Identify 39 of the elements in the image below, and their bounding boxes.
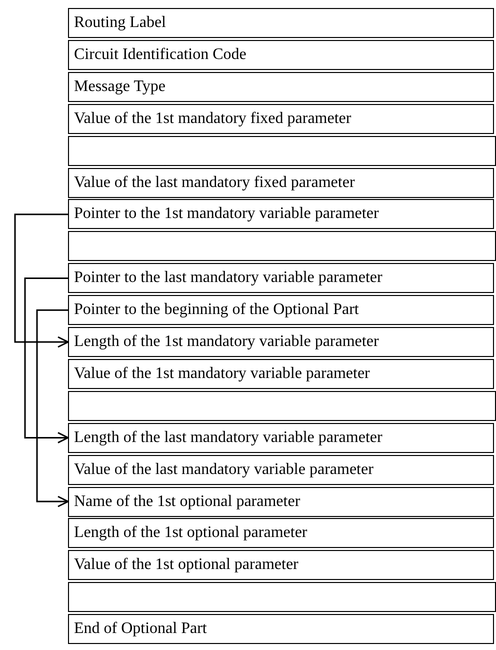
row-label: Pointer to the beginning of the Optional Part — [74, 301, 359, 320]
row-label: Value of the 1st mandatory variable parameter — [74, 364, 370, 383]
table-row — [68, 104, 494, 134]
row-label: Pointer to the last mandatory variable parameter — [74, 269, 382, 288]
table-row — [68, 40, 494, 70]
row-label: Length of the 1st optional parameter — [74, 524, 308, 542]
pointer-arrow — [14, 214, 69, 348]
table-row — [68, 72, 494, 102]
table-row — [68, 168, 494, 198]
row-label: Value of the last mandatory fixed parameter — [74, 174, 355, 192]
empty-row — [68, 136, 496, 166]
empty-row — [68, 582, 496, 612]
row-label: Routing Label — [74, 14, 166, 32]
table-row — [68, 358, 494, 389]
row-label: Value of the 1st mandatory fixed parameter — [74, 110, 352, 128]
table-row — [68, 327, 494, 357]
table-row — [68, 550, 494, 580]
row-label: Value of the last mandatory variable parameter — [74, 460, 374, 479]
row-label: End of Optional Part — [74, 620, 207, 638]
table-row — [68, 614, 494, 644]
empty-row — [68, 390, 496, 421]
table-row — [68, 518, 494, 548]
row-label: Pointer to the 1st mandatory variable parameter — [74, 205, 379, 224]
row-label: Length of the last mandatory variable parameter — [74, 428, 382, 447]
table-row — [68, 454, 494, 485]
row-label: Length of the 1st mandatory variable parameter — [74, 333, 379, 351]
table-row — [68, 295, 494, 326]
row-label: Circuit Identification Code — [74, 46, 246, 64]
row-label: Name of the 1st optional parameter — [74, 492, 300, 510]
row-label: Message Type — [74, 78, 166, 96]
empty-row — [68, 231, 496, 262]
table-row — [68, 422, 494, 453]
table-row — [68, 199, 494, 230]
row-label: Value of the 1st optional parameter — [74, 556, 298, 574]
table-row — [68, 263, 494, 294]
pointer-arrow — [36, 309, 69, 508]
pointer-arrow — [24, 277, 69, 444]
table-row — [68, 8, 494, 38]
table-row — [68, 486, 494, 516]
